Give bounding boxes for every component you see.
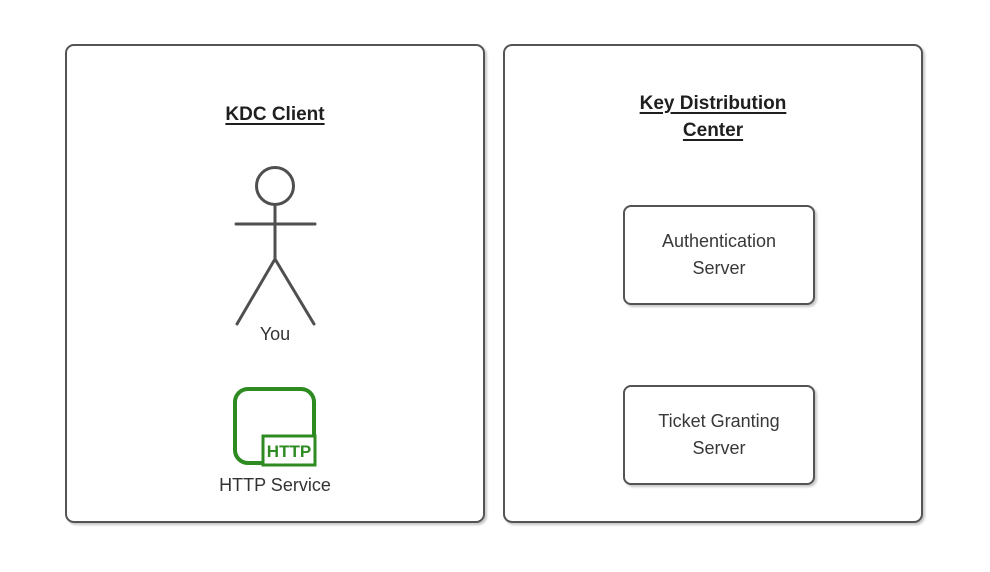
http-service-icon: HTTP — [233, 387, 317, 467]
key-distribution-center-title: Key Distribution Center — [639, 93, 787, 141]
ticket-granting-server-node: Ticket Granting Server — [623, 385, 815, 485]
actor-label: You — [259, 324, 291, 344]
key-distribution-center-panel: Key Distribution Center Authentication S… — [503, 44, 923, 523]
stick-figure-right-leg — [273, 257, 316, 326]
stick-figure-left-leg — [235, 257, 277, 326]
stick-figure-icon — [234, 166, 317, 326]
ticket-granting-server-label: Ticket Granting Server — [658, 411, 780, 458]
http-service-label: HTTP Service — [219, 475, 331, 495]
http-badge-box — [261, 434, 317, 467]
kdc-client-title: KDC Client — [225, 104, 325, 125]
authentication-server-label: Authentication Server — [661, 231, 777, 278]
stick-figure-head — [255, 166, 295, 206]
authentication-server-node: Authentication Server — [623, 205, 815, 305]
kdc-client-panel: KDC Client You HTTP HTTP Service — [65, 44, 485, 523]
http-badge-label: HTTP — [267, 442, 311, 461]
